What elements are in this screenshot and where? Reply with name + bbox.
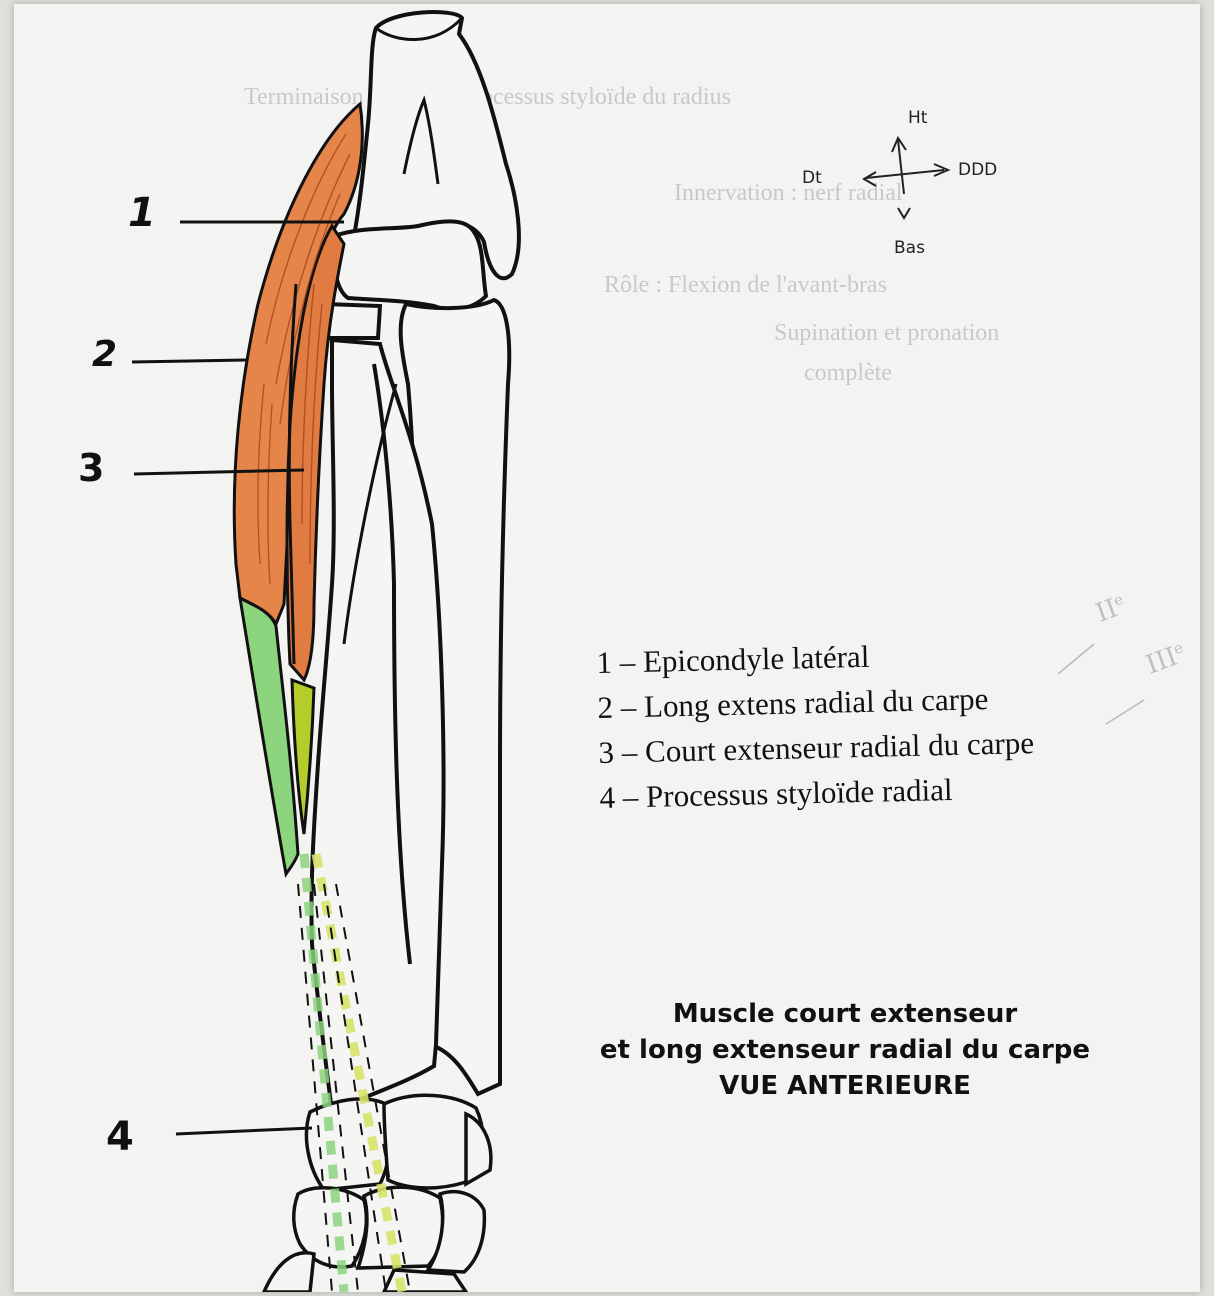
page-sheet: Terminaison : base du processus styloïde… <box>14 4 1200 1292</box>
label-2: 2 <box>92 334 117 375</box>
compass-arrows-icon <box>864 138 948 218</box>
orientation-right: DDD <box>958 160 997 180</box>
label-3: 3 <box>78 446 104 490</box>
trochlea <box>334 221 486 309</box>
title-line-3: VUE ANTERIEURE <box>534 1068 1156 1104</box>
orientation-down: Bas <box>894 238 925 258</box>
carpal-bones <box>264 1095 491 1292</box>
legend: 1 – Epicondyle latéral 2 – Long extens r… <box>596 630 1036 820</box>
title-line-1: Muscle court extenseur <box>534 996 1156 1032</box>
title-line-2: et long extenseur radial du carpe <box>534 1032 1156 1068</box>
diagram-title: Muscle court extenseur et long extenseur… <box>534 996 1156 1104</box>
orientation-up: Ht <box>908 108 927 128</box>
orientation-left: Dt <box>802 168 822 188</box>
label-4: 4 <box>106 1114 134 1160</box>
label-1: 1 <box>128 190 156 236</box>
